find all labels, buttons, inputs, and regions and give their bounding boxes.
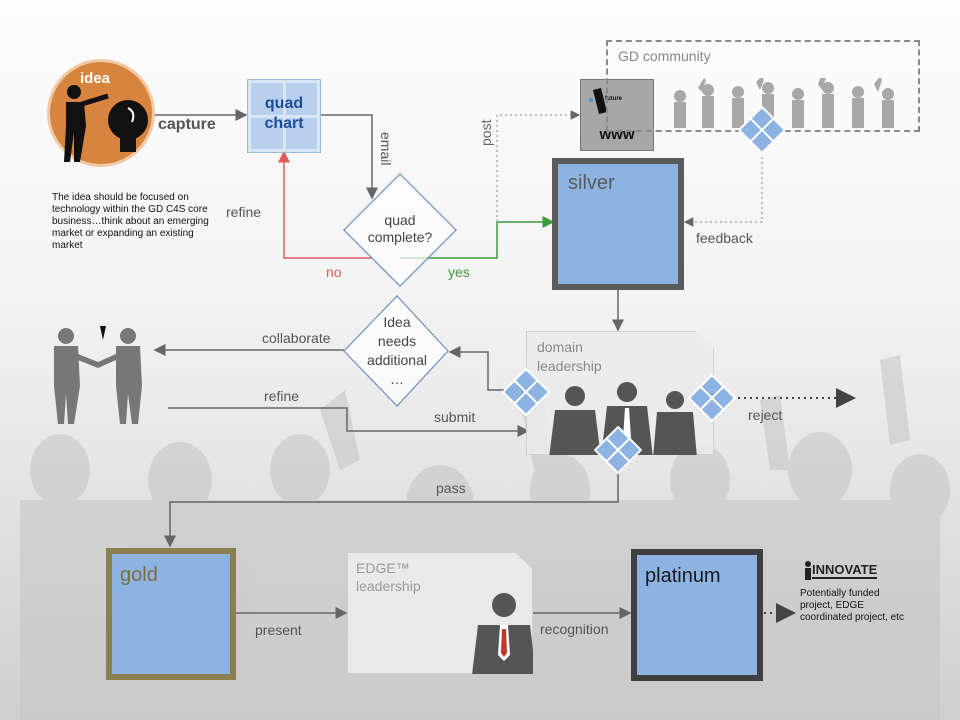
cheering-crowd-icon: [674, 78, 894, 128]
gd-community-connector-diamond: [738, 106, 786, 154]
edge-recognition-label: recognition: [540, 621, 609, 637]
thinker-lightbulb-icon: [64, 85, 148, 162]
platinum-node[interactable]: platinum: [631, 549, 763, 681]
idea-needs-decision[interactable]: [342, 294, 452, 408]
edge-refine-mid-label: refine: [264, 388, 300, 404]
edge-no-label: no: [326, 264, 342, 280]
edge-feedback: [683, 152, 763, 227]
quad-complete-decision[interactable]: [342, 172, 462, 292]
innovate-description: Potentially funded project, EDGE coordin…: [800, 588, 904, 623]
edge-post: [496, 110, 581, 222]
edge-email-label: email: [378, 132, 394, 166]
silver-node[interactable]: silver: [552, 158, 684, 290]
quad-chart-node[interactable]: quad chart: [247, 79, 321, 153]
edge-leadership-label: EDGE™ leadership: [356, 560, 421, 594]
edge-yes: [400, 216, 555, 259]
idea-label: idea: [80, 70, 111, 87]
edge-leadership-node[interactable]: EDGE™ leadership: [347, 552, 533, 674]
silver-label: silver: [568, 172, 615, 194]
www-node[interactable]: future www: [580, 79, 654, 151]
businessman-icon: [472, 593, 533, 674]
future-logo-icon: [589, 88, 607, 114]
quad-chart-label: quad chart: [264, 95, 304, 132]
gold-node[interactable]: gold: [106, 548, 236, 680]
platinum-label: platinum: [645, 565, 721, 587]
edge-no-refine: [278, 150, 372, 259]
domain-leadership-label: domain leadership: [537, 339, 602, 374]
innovate-logo: INNOVATE: [800, 560, 896, 582]
domain-left-connector-diamond: [502, 368, 550, 416]
edge-email: [320, 114, 378, 200]
edge-refine-top-label: refine: [226, 204, 262, 220]
edge-submit: [168, 407, 530, 437]
edge-pass: [164, 472, 619, 548]
business-people-icon: [549, 382, 697, 455]
innovate-figure-icon: [805, 561, 811, 580]
future-logo: future: [587, 86, 627, 116]
idea-needs-label: Idea needs additional …: [367, 314, 427, 387]
edge-pass-label: pass: [436, 480, 466, 496]
gd-community-label: GD community: [618, 48, 711, 64]
quad-complete-label: quad complete?: [367, 212, 433, 245]
edge-present-label: present: [255, 622, 302, 638]
edge-post-label: post: [478, 119, 494, 146]
edge-reject-label: reject: [748, 407, 783, 423]
edge-submit-label: submit: [434, 409, 476, 425]
edge-capture-label: capture: [158, 116, 216, 133]
idea-node: idea: [50, 62, 152, 164]
edge-feedback-label: feedback: [696, 230, 753, 246]
edge-yes-label: yes: [448, 264, 470, 280]
domain-bottom-connector-diamond: [594, 426, 642, 474]
gold-label: gold: [120, 564, 158, 586]
handshake-icon: [54, 326, 142, 424]
domain-right-connector-diamond: [688, 374, 736, 422]
edge-collaborate-label: collaborate: [262, 330, 331, 346]
idea-description: The idea should be focused on technology…: [52, 192, 209, 251]
